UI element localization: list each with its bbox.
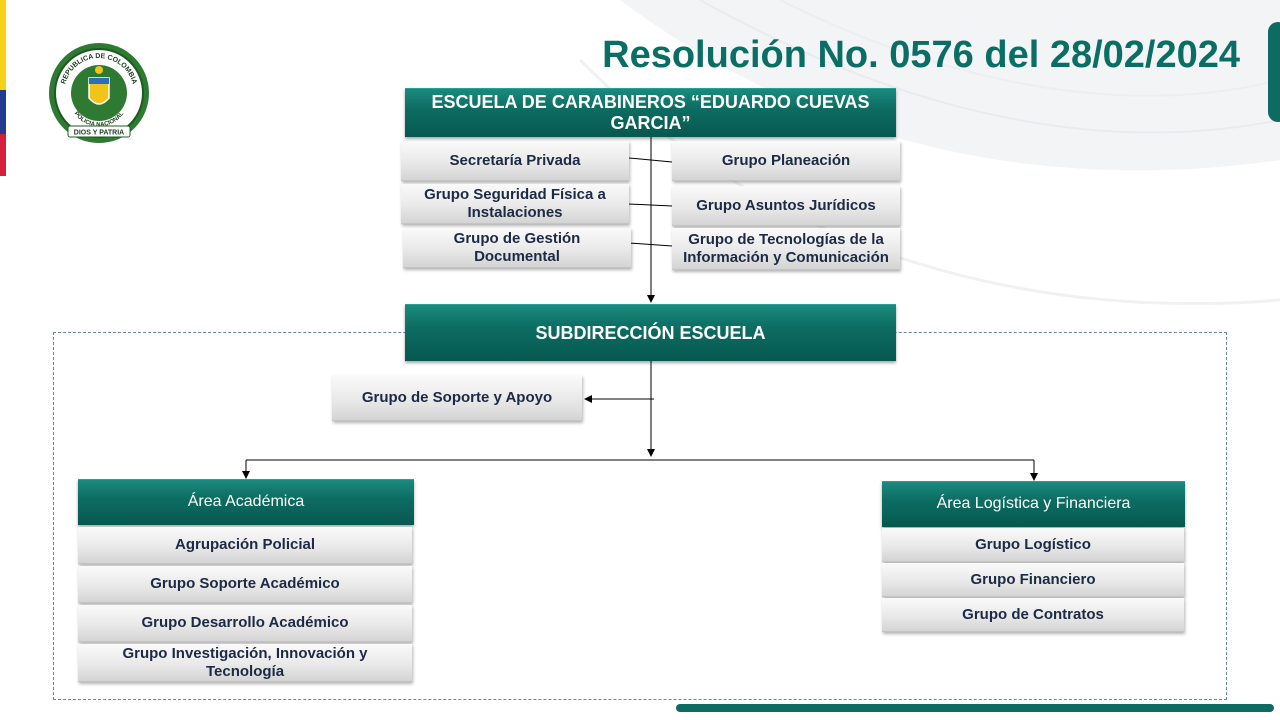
bottom-accent-bar bbox=[676, 704, 1274, 712]
police-seal-icon: REPUBLICA DE COLOMBIA POLICIA NACIONAL D… bbox=[49, 43, 149, 143]
node-area-logistica: Área Logística y Financiera bbox=[882, 481, 1185, 527]
node-label: Agrupación Policial bbox=[174, 536, 316, 554]
node-label: Área Académica bbox=[187, 493, 305, 511]
node-label: Grupo de Contratos bbox=[962, 605, 1104, 623]
node-label: Grupo de Tecnologías de la Información y… bbox=[683, 231, 889, 266]
node-subdireccion: SUBDIRECCIÓN ESCUELA bbox=[405, 304, 896, 361]
node-escuela-label: ESCUELA DE CARABINEROS “EDUARDO CUEVAS G… bbox=[431, 92, 870, 133]
node-asuntos-juridicos: Grupo Asuntos Jurídicos bbox=[672, 186, 900, 226]
node-label: Secretaría Privada bbox=[449, 151, 581, 169]
node-label: Grupo Investigación, Innovación y Tecnol… bbox=[122, 645, 368, 680]
node-area-academica: Área Académica bbox=[78, 479, 414, 525]
node-soporte-academico: Grupo Soporte Académico bbox=[78, 566, 412, 603]
node-label: Grupo Financiero bbox=[970, 570, 1096, 588]
node-seguridad-fisica: Grupo Seguridad Física a Instalaciones bbox=[401, 184, 629, 224]
flag-stripe-yellow bbox=[0, 0, 6, 90]
node-soporte-apoyo: Grupo de Soporte y Apoyo bbox=[332, 375, 582, 421]
node-planeacion: Grupo Planeación bbox=[672, 141, 900, 181]
node-grupo-financiero: Grupo Financiero bbox=[882, 563, 1184, 597]
node-desarrollo-academico: Grupo Desarrollo Académico bbox=[78, 605, 412, 642]
node-agrupacion-policial: Agrupación Policial bbox=[78, 527, 412, 564]
node-label: Grupo Planeación bbox=[721, 151, 851, 169]
flag-stripe-red bbox=[0, 134, 6, 176]
node-tecnologias: Grupo de Tecnologías de la Información y… bbox=[672, 228, 900, 270]
node-secretaria-privada: Secretaría Privada bbox=[401, 141, 629, 181]
node-grupo-logistico: Grupo Logístico bbox=[882, 528, 1184, 562]
node-label: Grupo Seguridad Física a Instalaciones bbox=[424, 186, 606, 221]
right-edge-tab bbox=[1268, 22, 1280, 122]
node-label: Grupo Desarrollo Académico bbox=[141, 614, 349, 632]
node-subdireccion-label: SUBDIRECCIÓN ESCUELA bbox=[535, 322, 766, 343]
page-title: Resolución No. 0576 del 28/02/2024 bbox=[602, 34, 1240, 76]
node-label: Grupo Logístico bbox=[975, 535, 1091, 553]
node-label: Grupo Asuntos Jurídicos bbox=[696, 196, 876, 214]
svg-text:DIOS Y PATRIA: DIOS Y PATRIA bbox=[74, 130, 124, 137]
node-label: Grupo de Soporte y Apoyo bbox=[361, 388, 553, 406]
node-gestion-documental: Grupo de Gestión Documental bbox=[403, 228, 631, 268]
node-grupo-contratos: Grupo de Contratos bbox=[882, 598, 1184, 632]
node-label: Grupo de Gestión Documental bbox=[453, 230, 581, 265]
flag-stripe-blue bbox=[0, 90, 6, 134]
node-investigacion: Grupo Investigación, Innovación y Tecnol… bbox=[78, 644, 412, 682]
node-label: Área Logística y Financiera bbox=[936, 495, 1131, 513]
node-label: Grupo Soporte Académico bbox=[150, 575, 340, 593]
node-escuela: ESCUELA DE CARABINEROS “EDUARDO CUEVAS G… bbox=[405, 88, 896, 137]
background-swoosh bbox=[580, 0, 1280, 306]
